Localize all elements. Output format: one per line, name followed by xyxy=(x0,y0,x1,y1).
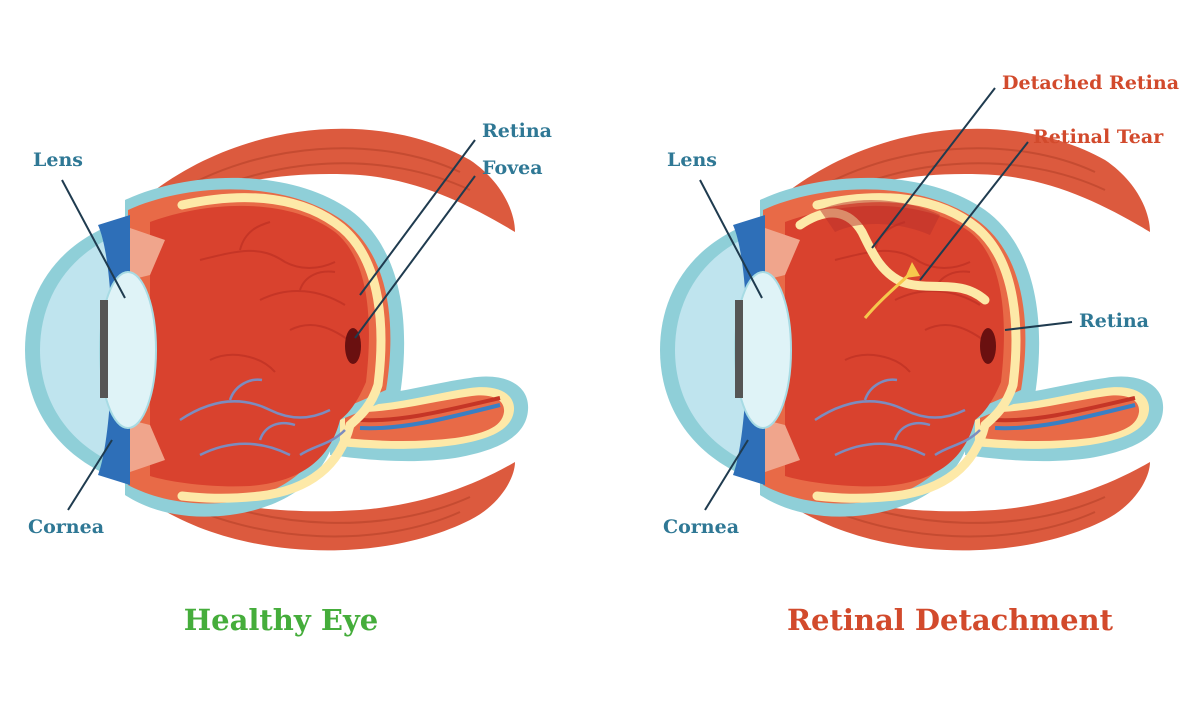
healthy-retina-label: Retina xyxy=(482,120,552,142)
retinal-tear-label: Retinal Tear xyxy=(1033,126,1164,148)
detached-leader-lines xyxy=(699,87,1073,511)
healthy-leader-lines xyxy=(61,139,476,511)
detached-lens-label: Lens xyxy=(667,149,717,171)
detached-cornea-label: Cornea xyxy=(663,516,739,538)
detached-eye-illustration xyxy=(660,129,1163,551)
fovea-spot xyxy=(345,328,361,364)
healthy-cornea-label: Cornea xyxy=(28,516,104,538)
healthy-lens-label: Lens xyxy=(33,149,83,171)
detached-eye-retina-label: Retina xyxy=(1079,310,1149,332)
healthy-fovea-label: Fovea xyxy=(482,157,543,179)
healthy-eye-illustration xyxy=(25,129,528,551)
healthy-eye-caption: Healthy Eye xyxy=(184,603,379,637)
detached-retina-label: Detached Retina xyxy=(1002,72,1179,94)
retinal-detachment-caption: Retinal Detachment xyxy=(787,603,1114,637)
